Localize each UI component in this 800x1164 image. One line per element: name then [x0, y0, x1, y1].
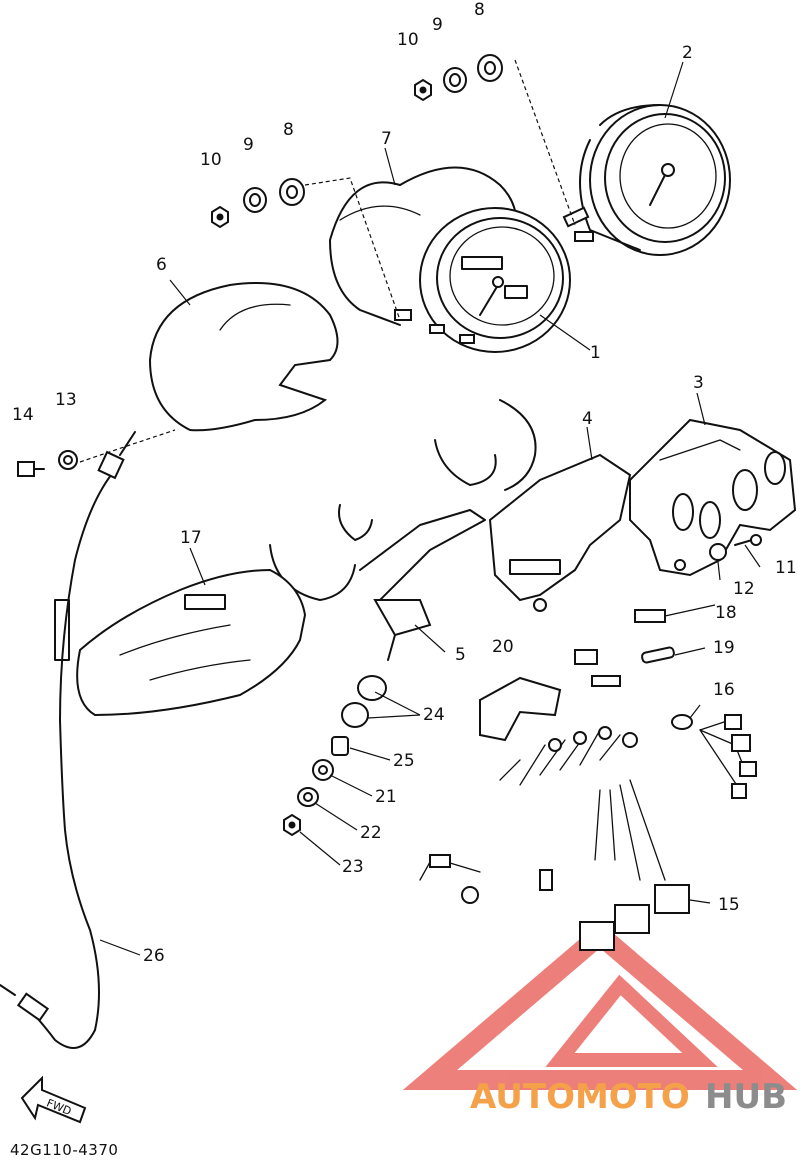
- watermark-text-main: AUTOMOTO: [470, 1077, 690, 1117]
- callout-10-upper: 10: [397, 30, 419, 50]
- watermark-logo: [402, 921, 798, 1090]
- grommet-8-lower: [279, 178, 305, 206]
- washer-13: [58, 450, 78, 470]
- callout-8-lower: 8: [283, 120, 294, 140]
- washer-21: [312, 759, 334, 781]
- callout-9-upper: 9: [432, 15, 443, 35]
- callout-24: 24: [423, 705, 445, 725]
- callout-22: 22: [360, 823, 382, 843]
- washer-9-upper: [443, 67, 467, 93]
- nut-10-upper: [414, 78, 432, 102]
- bolt-14: [17, 461, 45, 477]
- nut-10-lower: [211, 205, 229, 229]
- part-code: 42G110-4370: [10, 1141, 118, 1159]
- callout-23: 23: [342, 857, 364, 877]
- cushion-20: [479, 676, 562, 742]
- callout-4: 4: [582, 409, 593, 429]
- collar-25: [331, 736, 349, 756]
- leader-lines: [99, 61, 761, 956]
- bulb-19: [574, 646, 675, 687]
- speedometer: [394, 207, 571, 353]
- callout-5: 5: [455, 645, 466, 665]
- callout-7: 7: [381, 129, 392, 149]
- callout-19: 19: [713, 638, 735, 658]
- callout-9-lower: 9: [243, 135, 254, 155]
- fwd-arrow: FWD: [20, 1075, 87, 1124]
- stay-bracket: [269, 504, 486, 661]
- grommet-8-upper: [477, 54, 503, 82]
- callout-16: 16: [713, 680, 735, 700]
- indicator-housing: [434, 399, 632, 612]
- watermark-text-suffix: HUB: [705, 1077, 787, 1117]
- callout-2: 2: [682, 43, 693, 63]
- washer-9-lower: [243, 187, 267, 213]
- wire-harness: [419, 714, 757, 951]
- screw-11: [734, 534, 762, 546]
- callout-12: 12: [733, 579, 755, 599]
- watermark-text: AUTOMOTO HUB: [470, 1077, 787, 1117]
- lower-cover: [76, 568, 307, 717]
- callout-17: 17: [180, 528, 202, 548]
- bulb-16: [671, 714, 693, 730]
- nut-23: [283, 813, 301, 837]
- speedometer-cable: [0, 431, 136, 1049]
- callout-3: 3: [693, 373, 704, 393]
- callout-18: 18: [715, 603, 737, 623]
- callout-10-lower: 10: [200, 150, 222, 170]
- collar-12: [709, 543, 727, 561]
- meter-cover-lower: [148, 282, 339, 432]
- callout-6: 6: [156, 255, 167, 275]
- callout-14: 14: [12, 405, 34, 425]
- assembly-lines: [79, 59, 576, 463]
- callout-11: 11: [775, 558, 797, 578]
- meter-bracket: [629, 418, 797, 577]
- tachometer: [562, 104, 731, 256]
- washer-22: [297, 787, 319, 807]
- callout-8-upper: 8: [474, 0, 485, 20]
- callout-labels: 1 2 3 4 5 6 7 8 9 10 8 9 10 11 12 13 14 …: [12, 0, 797, 966]
- callout-20: 20: [492, 637, 514, 657]
- socket-18: [634, 609, 666, 623]
- callout-25: 25: [393, 751, 415, 771]
- damper-24: [341, 675, 387, 728]
- fwd-label: FWD: [45, 1096, 74, 1118]
- callout-26: 26: [143, 946, 165, 966]
- callout-13: 13: [55, 390, 77, 410]
- callout-15: 15: [718, 895, 740, 915]
- callout-21: 21: [375, 787, 397, 807]
- callout-1: 1: [590, 343, 601, 363]
